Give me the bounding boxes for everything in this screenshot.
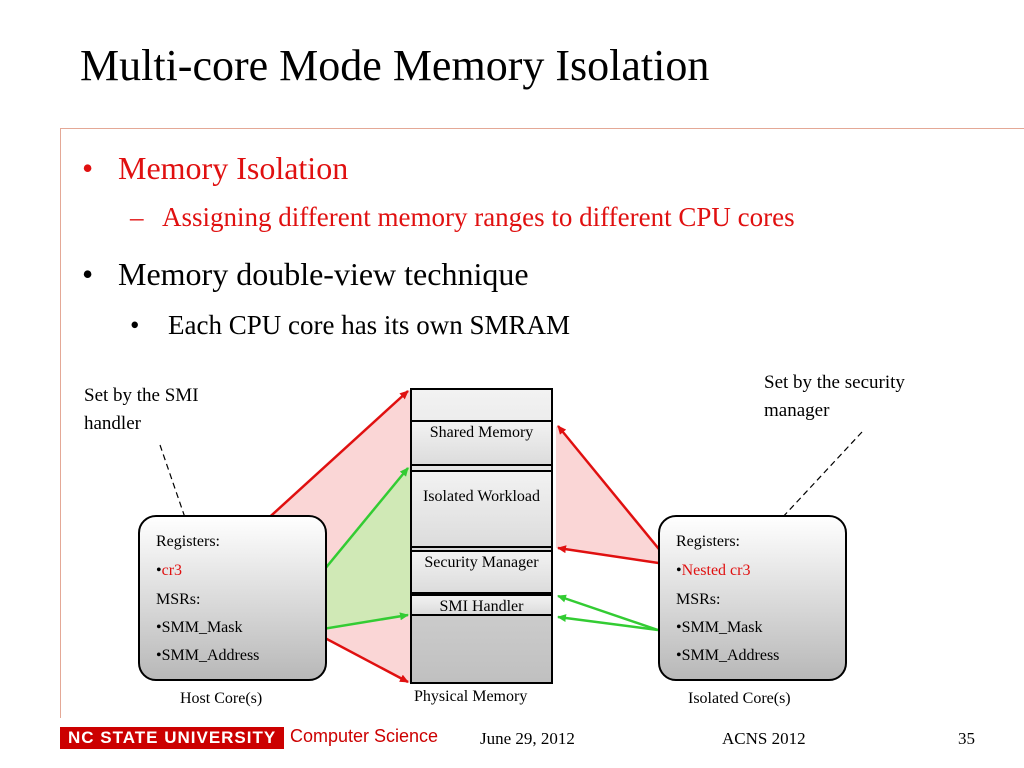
page-number: 35	[958, 729, 975, 748]
bullet-text: Assigning different memory ranges to dif…	[162, 202, 795, 232]
note-line: manager	[764, 400, 830, 421]
host-core-registers-label: Registers:	[156, 533, 220, 550]
isolated-core-registers-label: Registers:	[676, 533, 740, 550]
isolated-core-smm-address: •SMM_Address	[676, 647, 780, 664]
footer-date: June 29, 2012	[480, 729, 575, 748]
host-core-msrs-label: MSRs:	[156, 591, 201, 608]
memory-isolated-workload-region: Isolated Workload	[410, 470, 553, 548]
isolated-red-arrow-top	[557, 425, 673, 566]
host-core-cr3: •cr3	[156, 562, 183, 579]
department-name: Computer Science	[290, 726, 439, 746]
memory-security-manager-region: Security Manager	[410, 550, 553, 594]
bullet-memory-isolation: • Memory Isolation	[82, 150, 348, 187]
subbullet-assigning-ranges: –Assigning different memory ranges to di…	[130, 202, 795, 233]
isolated-green-arrow-bottom	[557, 614, 659, 632]
bullet-double-view: • Memory double-view technique	[82, 256, 529, 293]
note-line: handler	[84, 413, 141, 434]
note-smi-handler: Set by the SMI handler	[84, 382, 199, 438]
isolated-core-nested-cr3-text: Nested cr3	[681, 562, 751, 579]
host-core-smm-address: •SMM_Address	[156, 647, 260, 664]
bullet-text: Memory double-view technique	[118, 256, 529, 292]
isolated-core-caption: Isolated Core(s)	[688, 690, 791, 707]
subbullet-own-smram: • Each CPU core has its own SMRAM	[130, 310, 570, 341]
isolated-core-nested-cr3: •Nested cr3	[676, 562, 751, 579]
bullet-text: Each CPU core has its own SMRAM	[168, 310, 570, 340]
bullet-marker: –	[130, 202, 144, 232]
host-core-box: Registers: •cr3 MSRs: •SMM_Mask •SMM_Add…	[138, 515, 327, 681]
isolated-red-arrow-bottom	[557, 545, 673, 567]
isolated-core-msrs-label: MSRs:	[676, 591, 721, 608]
host-core-smm-mask: •SMM_Mask	[156, 619, 243, 636]
host-core-caption: Host Core(s)	[180, 690, 263, 707]
note-line: Set by the security	[764, 372, 905, 393]
physical-memory-caption: Physical Memory	[414, 688, 528, 705]
isolated-core-box: Registers: •Nested cr3 MSRs: •SMM_Mask •…	[658, 515, 847, 681]
footer-conference: ACNS 2012	[722, 729, 806, 748]
divider-vertical	[60, 128, 61, 718]
note-security-manager: Set by the security manager	[764, 369, 905, 425]
bullet-text: Memory Isolation	[118, 150, 349, 186]
bullet-marker: •	[130, 310, 140, 340]
slide-title: Multi-core Mode Memory Isolation	[80, 41, 710, 90]
university-logo: NC STATE UNIVERSITY	[60, 727, 285, 749]
memory-smi-handler-region: SMI Handler	[410, 594, 553, 616]
bullet-marker: •	[82, 256, 94, 292]
memory-shared-region: Shared Memory	[410, 420, 553, 466]
note-line: Set by the SMI	[84, 385, 199, 406]
isolated-green-arrow-top	[557, 594, 659, 632]
divider-horizontal	[60, 128, 1024, 129]
isolated-core-smm-mask: •SMM_Mask	[676, 619, 763, 636]
host-core-cr3-text: cr3	[161, 562, 183, 579]
bullet-marker: •	[82, 150, 94, 186]
